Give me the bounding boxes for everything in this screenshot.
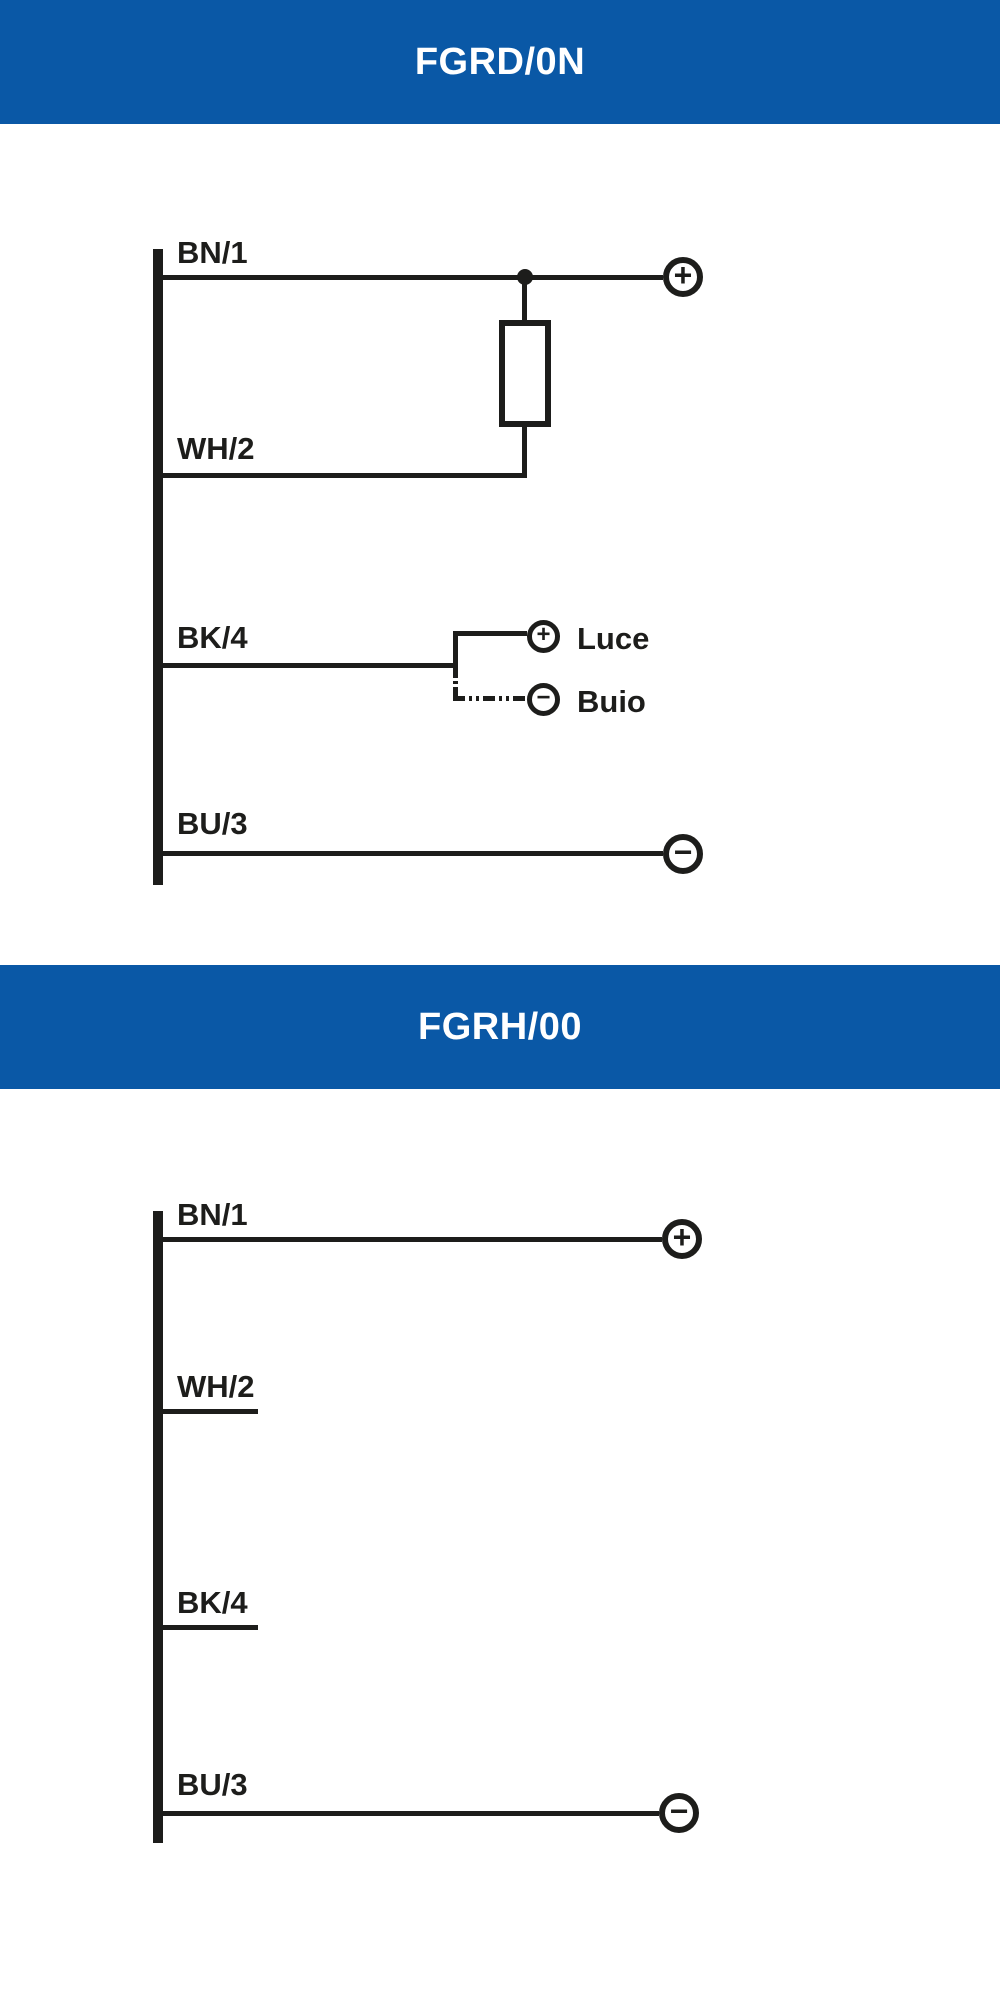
wire-label-bk4: BK/4 xyxy=(177,1585,248,1620)
wire-riser-from-resistor xyxy=(522,425,527,475)
output-label-buio: Buio xyxy=(577,684,646,719)
plus-symbol: + xyxy=(673,257,693,293)
wire-label-bn1: BN/1 xyxy=(177,1197,248,1232)
wire-label-bu3: BU/3 xyxy=(177,1767,248,1802)
section-header-fgrd0n: FGRD/0N xyxy=(0,0,1000,124)
minus-symbol: − xyxy=(673,834,693,870)
wire-buio xyxy=(453,696,527,701)
section-title: FGRD/0N xyxy=(414,40,586,83)
plus-circle-icon: + xyxy=(662,1219,702,1259)
minus-circle-icon: − xyxy=(659,1793,699,1833)
wire-bk4-stub xyxy=(163,1625,258,1630)
plus-circle-icon: + xyxy=(663,257,703,297)
wire-luce xyxy=(453,631,527,636)
resistor-box-icon xyxy=(499,320,551,427)
wire-label-bn1: BN/1 xyxy=(177,235,248,270)
minus-circle-icon: − xyxy=(527,683,560,716)
wire-bn1 xyxy=(163,275,663,280)
wire-label-wh2: WH/2 xyxy=(177,431,255,466)
section-title: FGRH/00 xyxy=(418,1005,582,1048)
plus-symbol: + xyxy=(536,620,551,648)
minus-circle-icon: − xyxy=(663,834,703,874)
wire-buio-drop xyxy=(453,668,458,701)
plus-circle-icon: + xyxy=(527,620,560,653)
section-header-fgrh00: FGRH/00 xyxy=(0,965,1000,1089)
output-label-luce: Luce xyxy=(577,621,650,656)
wire-bn1 xyxy=(163,1237,662,1242)
wire-label-bu3: BU/3 xyxy=(177,806,248,841)
wire-bu3 xyxy=(163,851,663,856)
wire-riser-to-resistor xyxy=(522,277,527,322)
plus-symbol: + xyxy=(672,1219,692,1255)
wire-wh2-stub xyxy=(163,1409,258,1414)
connector-bus-bar xyxy=(153,249,163,885)
wire-label-bk4: BK/4 xyxy=(177,620,248,655)
wire-bk4 xyxy=(163,663,458,668)
minus-symbol: − xyxy=(669,1793,689,1829)
wire-wh2 xyxy=(163,473,527,478)
wire-label-wh2: WH/2 xyxy=(177,1369,255,1404)
wire-bu3 xyxy=(163,1811,659,1816)
wire-luce-riser xyxy=(453,631,458,668)
connector-bus-bar xyxy=(153,1211,163,1843)
minus-symbol: − xyxy=(536,683,551,711)
